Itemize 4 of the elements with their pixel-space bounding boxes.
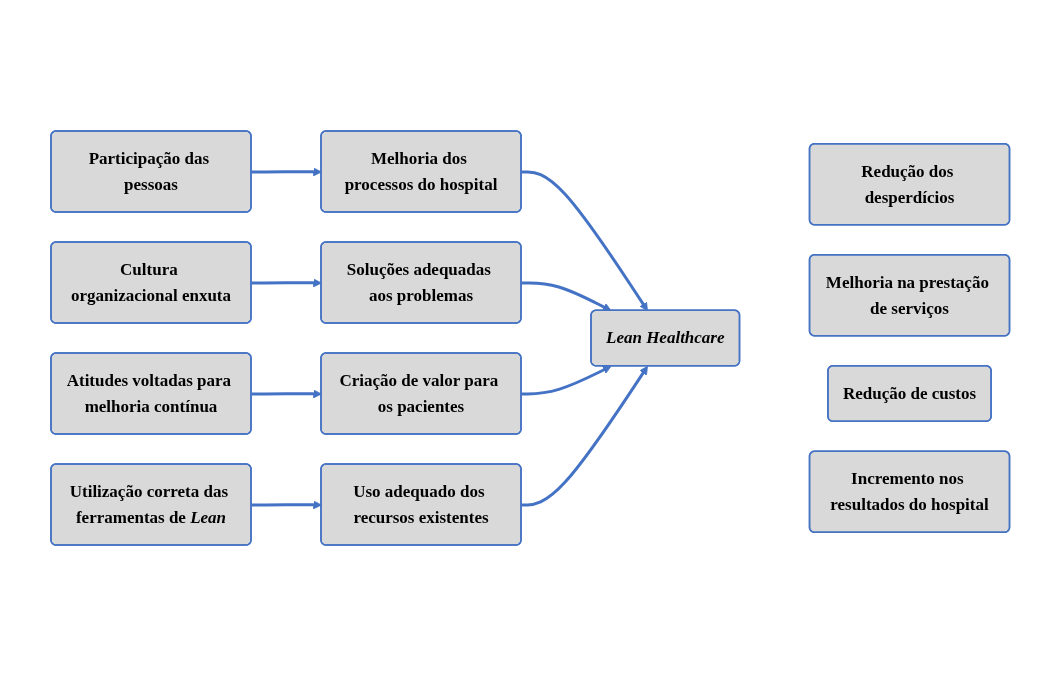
- arrow: [521, 280, 612, 311]
- arrow: [521, 365, 612, 395]
- arrow: [521, 365, 649, 506]
- arrow: [521, 169, 649, 311]
